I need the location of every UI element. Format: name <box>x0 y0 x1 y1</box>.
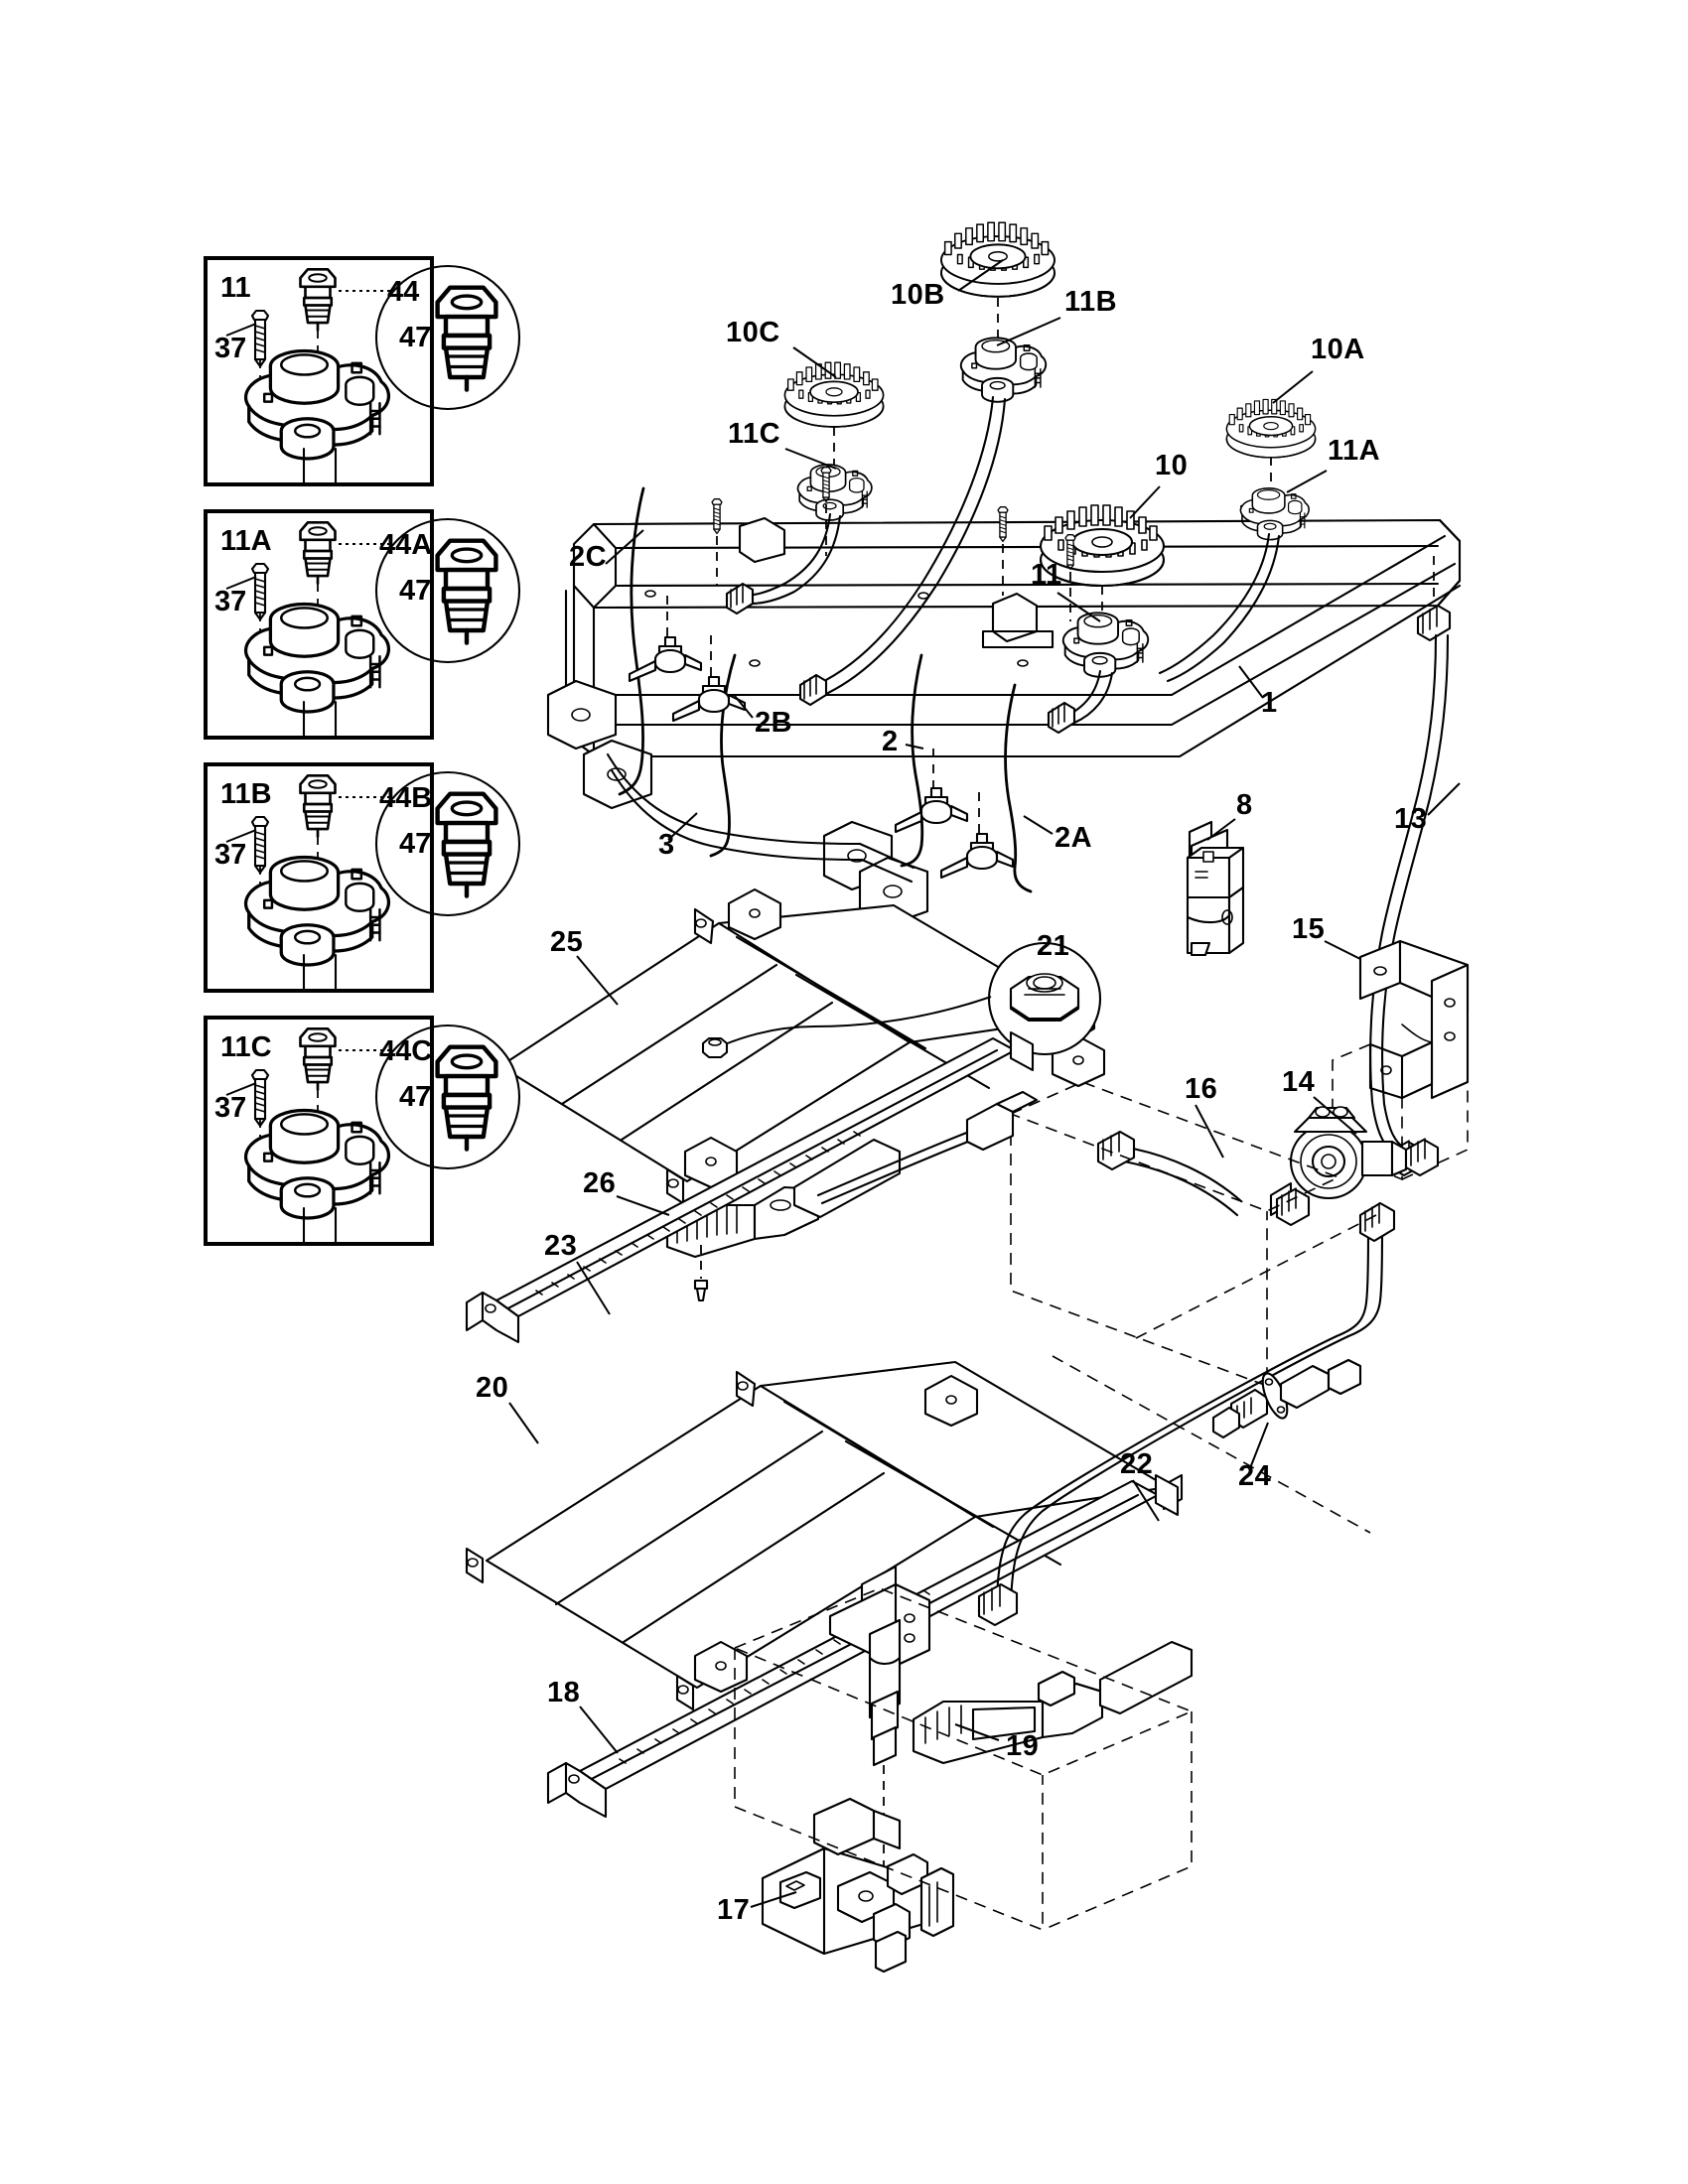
burner-group-10a-11a <box>1158 398 1317 683</box>
callout-1: 1 <box>1261 687 1278 719</box>
callout-10c: 10C <box>726 317 780 348</box>
callout-11a: 11A <box>1328 435 1381 467</box>
callout-11c: 11C <box>728 418 781 450</box>
callout-22: 22 <box>1120 1448 1154 1480</box>
part-14-valve <box>1269 1106 1440 1227</box>
callout-16: 16 <box>1185 1073 1218 1105</box>
burner-group-10c-11c <box>725 361 885 615</box>
detail-screw-label-37-c: 37 <box>214 1092 247 1124</box>
burner-group-10b-11b <box>798 221 1056 707</box>
callout-17: 17 <box>717 1894 751 1926</box>
manifold-valves <box>628 467 1076 880</box>
detail-jet-label-44b: 44B <box>379 782 433 814</box>
callout-19: 19 <box>1006 1730 1040 1762</box>
detail-label-11c: 11C <box>220 1031 272 1063</box>
part-17-assembly <box>732 1587 1195 1974</box>
callout-2b: 2B <box>755 707 793 739</box>
magnifier-circles <box>374 264 521 1170</box>
detail-jet-label-44a: 44A <box>379 529 433 561</box>
callout-10a: 10A <box>1311 334 1365 365</box>
part-20-baffle <box>465 1360 1184 1711</box>
part-15-bracket <box>1332 939 1470 1181</box>
callout-25: 25 <box>550 926 584 958</box>
callout-10: 10 <box>1155 450 1189 481</box>
callout-8: 8 <box>1236 789 1253 821</box>
callout-26: 26 <box>583 1167 617 1199</box>
part-22-tube <box>977 1201 1396 1627</box>
part-19-igniter <box>912 1640 1194 1765</box>
detail-screw-label-37: 37 <box>214 333 247 364</box>
magnifier-label-47-d: 47 <box>399 1081 432 1113</box>
detail-label-11a: 11A <box>220 525 272 557</box>
callout-21: 21 <box>1037 930 1070 962</box>
callout-13: 13 <box>1394 803 1428 835</box>
leader-lines <box>508 259 1461 1908</box>
detail-screw-label-37-a: 37 <box>214 586 247 617</box>
burner-group-10-11 <box>1039 503 1166 735</box>
supply-tube-3 <box>606 752 915 884</box>
part-8-igniter-module <box>1186 820 1245 957</box>
callout-2c: 2C <box>569 541 608 573</box>
part-24-fitting <box>1052 1214 1377 1534</box>
igniter-wires <box>618 486 1033 893</box>
magnifier-label-47-a: 47 <box>399 322 432 353</box>
callout-11b: 11B <box>1064 286 1118 318</box>
detail-label-11: 11 <box>220 272 251 304</box>
detail-box-11a <box>204 509 434 740</box>
oven-burner-feed <box>828 1565 931 1886</box>
detail-jet-label-44: 44 <box>387 276 420 308</box>
callout-2a: 2A <box>1055 822 1093 854</box>
callout-24: 24 <box>1238 1460 1272 1492</box>
callout-14: 14 <box>1282 1066 1316 1098</box>
magnifier-label-47-c: 47 <box>399 828 432 860</box>
callout-20: 20 <box>476 1372 509 1404</box>
detail-11-contents <box>225 267 405 486</box>
detail-label-11b: 11B <box>220 778 272 810</box>
detail-box-11b <box>204 762 434 993</box>
part-16-tube <box>1008 1081 1341 1388</box>
callout-18: 18 <box>547 1677 581 1708</box>
detail-11a-contents <box>225 520 405 740</box>
detail-11c-contents <box>225 1026 405 1246</box>
callout-10b: 10B <box>891 279 945 311</box>
callout-23: 23 <box>544 1230 578 1262</box>
callout-15: 15 <box>1292 913 1326 945</box>
callout-11: 11 <box>1031 559 1062 591</box>
detail-box-11c <box>204 1016 434 1246</box>
detail-box-11 <box>204 256 434 486</box>
callout-3: 3 <box>658 829 675 861</box>
magnifier-label-47-b: 47 <box>399 575 432 607</box>
part-23-burner <box>465 1030 1035 1344</box>
detail-11b-contents <box>225 773 405 993</box>
part-21-locknut <box>701 941 1102 1059</box>
detail-jet-label-44c: 44C <box>379 1035 433 1067</box>
callout-2: 2 <box>882 726 899 757</box>
detail-screw-label-37-b: 37 <box>214 839 247 871</box>
